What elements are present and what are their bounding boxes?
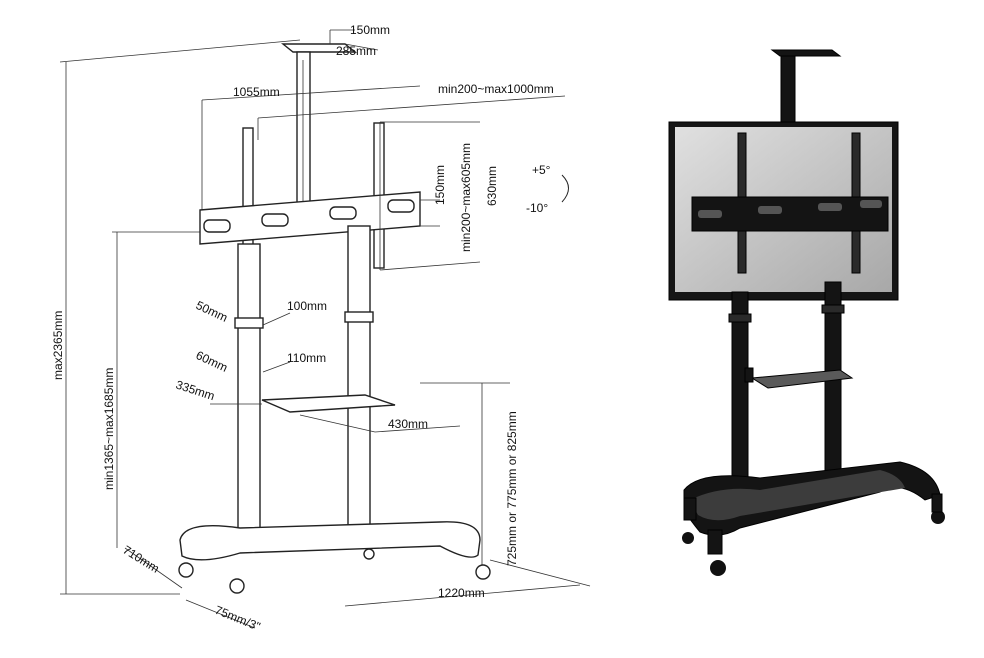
top-post [296,51,311,211]
label-shelf-depth: 335mm [174,378,216,404]
label-caster: 75mm/3" [213,603,262,634]
vesa-mount [199,121,481,271]
label-height-range: min1365~max1685mm [102,368,116,490]
label-mount-spacing: 150mm [433,165,447,205]
top-camera-plate [281,29,379,53]
tilt-arc [561,174,569,203]
columns [234,225,374,535]
label-clamp1-a: 50mm [194,298,230,325]
label-clamp1-b: 100mm [287,299,327,313]
label-mount-range-v: min200~max605mm [459,143,473,252]
label-mount-height: 630mm [485,166,499,206]
label-mount-range-h: min200~max1000mm [438,82,554,96]
label-shelf-width: 430mm [388,417,428,431]
label-top-depth: 285mm [336,44,376,58]
label-base-depth: 710mm [120,543,161,576]
base [124,521,591,629]
technical-drawing: 150mm 285mm 1055mm min200~max1000mm 150m… [51,23,591,634]
product-photo [668,49,945,576]
label-tilt-up: +5° [532,163,551,177]
label-base-width: 1220mm [438,586,485,600]
shelf [210,394,461,433]
label-mount-width: 1055mm [233,85,280,99]
label-clamp2-b: 110mm [287,351,326,365]
label-tilt-down: -10° [526,201,548,215]
label-clamp2-a: 60mm [194,348,230,375]
label-shelf-height: 725mm or 775mm or 825mm [505,411,519,566]
label-total-height: max2365mm [51,311,65,380]
label-top-width: 150mm [350,23,390,37]
